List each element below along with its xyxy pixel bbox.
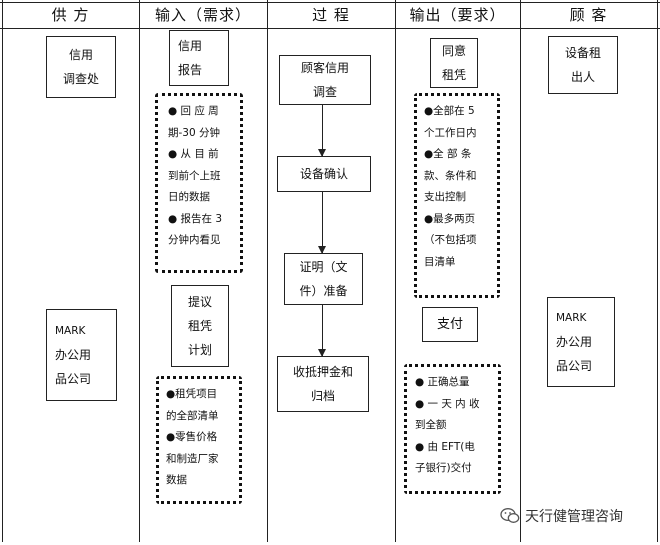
requirement-line: 支出控制 xyxy=(424,191,466,203)
approve-lease-line: 同意 xyxy=(441,44,466,58)
process-step-line: 收抵押金和 xyxy=(292,365,353,379)
requirement-line: 期-30 分钟 xyxy=(168,126,220,139)
requirement-line: 和制造厂家 xyxy=(166,452,219,465)
requirement-line: ●零售价格 xyxy=(166,431,218,443)
supplier-mark-company-box: MARK 办公用 品公司 xyxy=(46,309,117,401)
credit-report-line: 信用 xyxy=(178,39,203,53)
column-divider xyxy=(139,0,140,542)
column-divider xyxy=(267,0,268,542)
header-bottom-border xyxy=(0,28,660,29)
supplier-mark-line: 办公用 xyxy=(55,348,92,362)
process-step-line: 调查 xyxy=(312,85,337,99)
supplier-mark-line: MARK xyxy=(55,325,86,337)
requirement-line: 分钟内看见 xyxy=(168,234,221,246)
header-supplier: 供 方 xyxy=(51,6,90,24)
approve-lease-box: 同意 租凭 xyxy=(430,38,478,88)
input-requirements-box-2: ●租凭项目 的全部清单 ●零售价格 和制造厂家 数据 xyxy=(156,376,242,504)
process-step-documents: 证明（文 件）准备 xyxy=(284,253,363,305)
requirement-line: 的全部清单 xyxy=(166,409,219,422)
payment-label: 支付 xyxy=(436,316,463,332)
header-input: 输入（需求） xyxy=(154,6,251,24)
requirement-line: ●租凭项目 xyxy=(166,388,218,400)
requirement-line: ●最多两页 xyxy=(424,212,476,225)
credit-office-box: 信用 调查处 xyxy=(46,36,116,98)
lessor-box: 设备租 出人 xyxy=(548,36,618,94)
requirement-line: 日的数据 xyxy=(168,191,210,203)
customer-mark-line: 办公用 xyxy=(556,335,593,349)
requirement-line: 个工作日内 xyxy=(424,126,477,139)
header-output: 输出（要求） xyxy=(409,6,506,24)
process-step-line: 归档 xyxy=(310,389,335,403)
credit-office-line: 信用 xyxy=(68,48,93,62)
process-step-credit-check: 顾客信用 调查 xyxy=(279,55,371,105)
supplier-mark-line: 品公司 xyxy=(55,372,92,386)
flow-arrow xyxy=(318,105,326,157)
header-customer: 顾 客 xyxy=(569,6,608,24)
flow-arrow xyxy=(318,305,326,357)
process-step-line: 顾客信用 xyxy=(300,61,349,75)
requirement-line: ● 由 EFT(电 xyxy=(415,440,475,453)
output-requirements-box-2: ● 正确总量 ● 一 天 内 收 到全额 ● 由 EFT(电 子银行)交付 xyxy=(404,364,501,494)
column-divider xyxy=(657,0,658,542)
approve-lease-line: 租凭 xyxy=(441,68,466,82)
customer-mark-line: 品公司 xyxy=(556,359,593,373)
lessor-line: 出人 xyxy=(570,70,595,84)
requirement-line: 目清单 xyxy=(424,255,456,268)
output-requirements-box-1: ●全部在 5 个工作日内 ●全 部 条 款、条件和 支出控制 ●最多两页 （不包… xyxy=(414,93,500,298)
requirement-line: ● 报告在 3 xyxy=(168,212,223,225)
process-step-line: 设备确认 xyxy=(299,167,348,181)
requirement-line: ● 从 目 前 xyxy=(168,148,219,160)
flow-arrow xyxy=(318,192,326,254)
requirement-line: （不包括项 xyxy=(424,234,477,246)
credit-report-line: 报告 xyxy=(178,63,203,77)
column-divider xyxy=(2,0,3,542)
process-step-deposit: 收抵押金和 归档 xyxy=(277,356,369,412)
process-step-line: 证明（文 xyxy=(299,260,348,274)
requirement-line: ●全 部 条 xyxy=(424,148,472,160)
column-divider xyxy=(520,0,521,542)
watermark: 天行健管理咨询 xyxy=(500,506,623,526)
requirement-line: 到前个上班 xyxy=(168,169,221,182)
requirement-line: 数据 xyxy=(166,474,187,486)
process-step-equipment-confirm: 设备确认 xyxy=(277,156,371,192)
process-step-line: 件）准备 xyxy=(299,284,348,298)
lessor-line: 设备租 xyxy=(564,46,601,60)
input-requirements-box-1: ● 回 应 周 期-30 分钟 ● 从 目 前 到前个上班 日的数据 ● 报告在… xyxy=(155,93,243,273)
lease-plan-line: 提议 xyxy=(187,295,212,309)
requirement-line: ● 正确总量 xyxy=(415,376,470,388)
requirement-line: ● 回 应 周 xyxy=(168,105,219,117)
wechat-icon xyxy=(500,508,520,523)
lease-plan-line: 计划 xyxy=(187,343,212,357)
header-process: 过 程 xyxy=(312,6,350,24)
lease-plan-box: 提议 租凭 计划 xyxy=(171,285,229,367)
payment-box: 支付 xyxy=(422,307,478,342)
requirement-line: ●全部在 5 xyxy=(424,105,475,117)
requirement-line: ● 一 天 内 收 xyxy=(415,397,480,410)
lease-plan-line: 租凭 xyxy=(187,319,212,333)
requirement-line: 子银行)交付 xyxy=(415,462,472,474)
watermark-text: 天行健管理咨询 xyxy=(525,509,623,525)
customer-mark-line: MARK xyxy=(556,312,587,324)
requirement-line: 到全额 xyxy=(415,419,447,431)
credit-office-line: 调查处 xyxy=(62,72,99,86)
header-top-border xyxy=(0,2,660,3)
customer-mark-company-box: MARK 办公用 品公司 xyxy=(547,297,615,387)
credit-report-box: 信用 报告 xyxy=(169,30,229,86)
column-divider xyxy=(395,0,396,542)
requirement-line: 款、条件和 xyxy=(424,169,477,182)
